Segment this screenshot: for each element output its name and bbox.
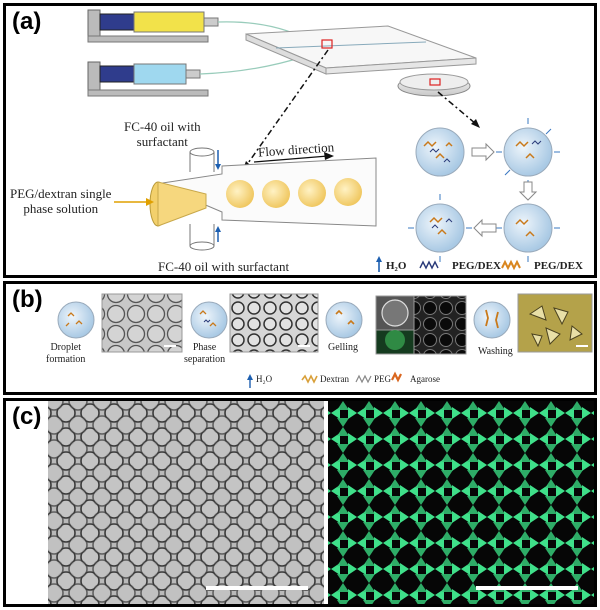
syringe-pump-top	[87, 9, 219, 43]
legend-b-agarose: Agarose	[410, 374, 440, 384]
droplet	[298, 179, 326, 207]
step1-label: Droplet formation	[46, 342, 85, 366]
step1-capsule	[57, 301, 95, 339]
oil-top-label-line1: FC-40 oil with	[124, 119, 201, 134]
legend-icons-a	[376, 256, 521, 272]
step1-label-line2: formation	[46, 354, 86, 365]
step3-label: Gelling	[328, 342, 358, 353]
inlet-label-line1: PEG/dextran single	[10, 186, 112, 201]
droplet	[226, 180, 254, 208]
panel-b-label: (b)	[12, 286, 43, 313]
panel-a-label: (a)	[12, 8, 42, 35]
capsule-cycle	[408, 118, 560, 262]
step1-label-line1: Droplet	[50, 342, 81, 353]
legend-agarose-label: PEG/DEX	[534, 260, 583, 272]
droplet	[262, 180, 290, 208]
oil-top-label-line2: surfactant	[136, 134, 188, 149]
panel-a-illustration	[87, 9, 560, 272]
panel-a: (a)	[3, 3, 597, 278]
step3-capsule	[325, 301, 363, 339]
oil-bottom-label: FC-40 oil with surfactant	[158, 259, 290, 274]
inlet-label: PEG/dextran single phase solution	[10, 186, 111, 216]
oil-top-label: FC-40 oil with surfactant	[124, 119, 201, 149]
legend-h2o-label: H₂O	[386, 260, 407, 272]
step2-micrograph	[229, 293, 319, 353]
legend-peg-label: PEG/DEX	[452, 260, 501, 272]
step2-label-line1: Phase	[192, 342, 217, 353]
step4-capsule	[473, 301, 511, 339]
petri-dish	[397, 73, 471, 97]
panel-b: (b)	[3, 281, 597, 395]
panel-c-label: (c)	[12, 403, 42, 430]
panel-c-illustration	[48, 401, 594, 604]
step2-label: Phase separation	[184, 342, 225, 366]
syringe-pump-bottom	[87, 61, 209, 97]
step2-label-line2: separation	[184, 354, 226, 365]
microfluidic-chip	[245, 25, 477, 75]
step4-micrograph	[517, 293, 593, 353]
panel-b-illustration	[57, 293, 593, 388]
step4-label: Washing	[478, 346, 513, 357]
legend-b-dextran: Dextran	[320, 374, 349, 384]
inlet-label-line2: phase solution	[23, 201, 99, 216]
step1-micrograph	[101, 293, 183, 353]
legend-b-h2o: H₂O	[256, 374, 273, 384]
legend-icons-b	[247, 371, 402, 388]
panel-c: (c)	[3, 398, 597, 607]
legend-b-peg: PEG	[374, 374, 392, 384]
step2-capsule	[190, 301, 228, 339]
step3-micrograph-dark	[413, 295, 467, 355]
droplet	[334, 178, 362, 206]
